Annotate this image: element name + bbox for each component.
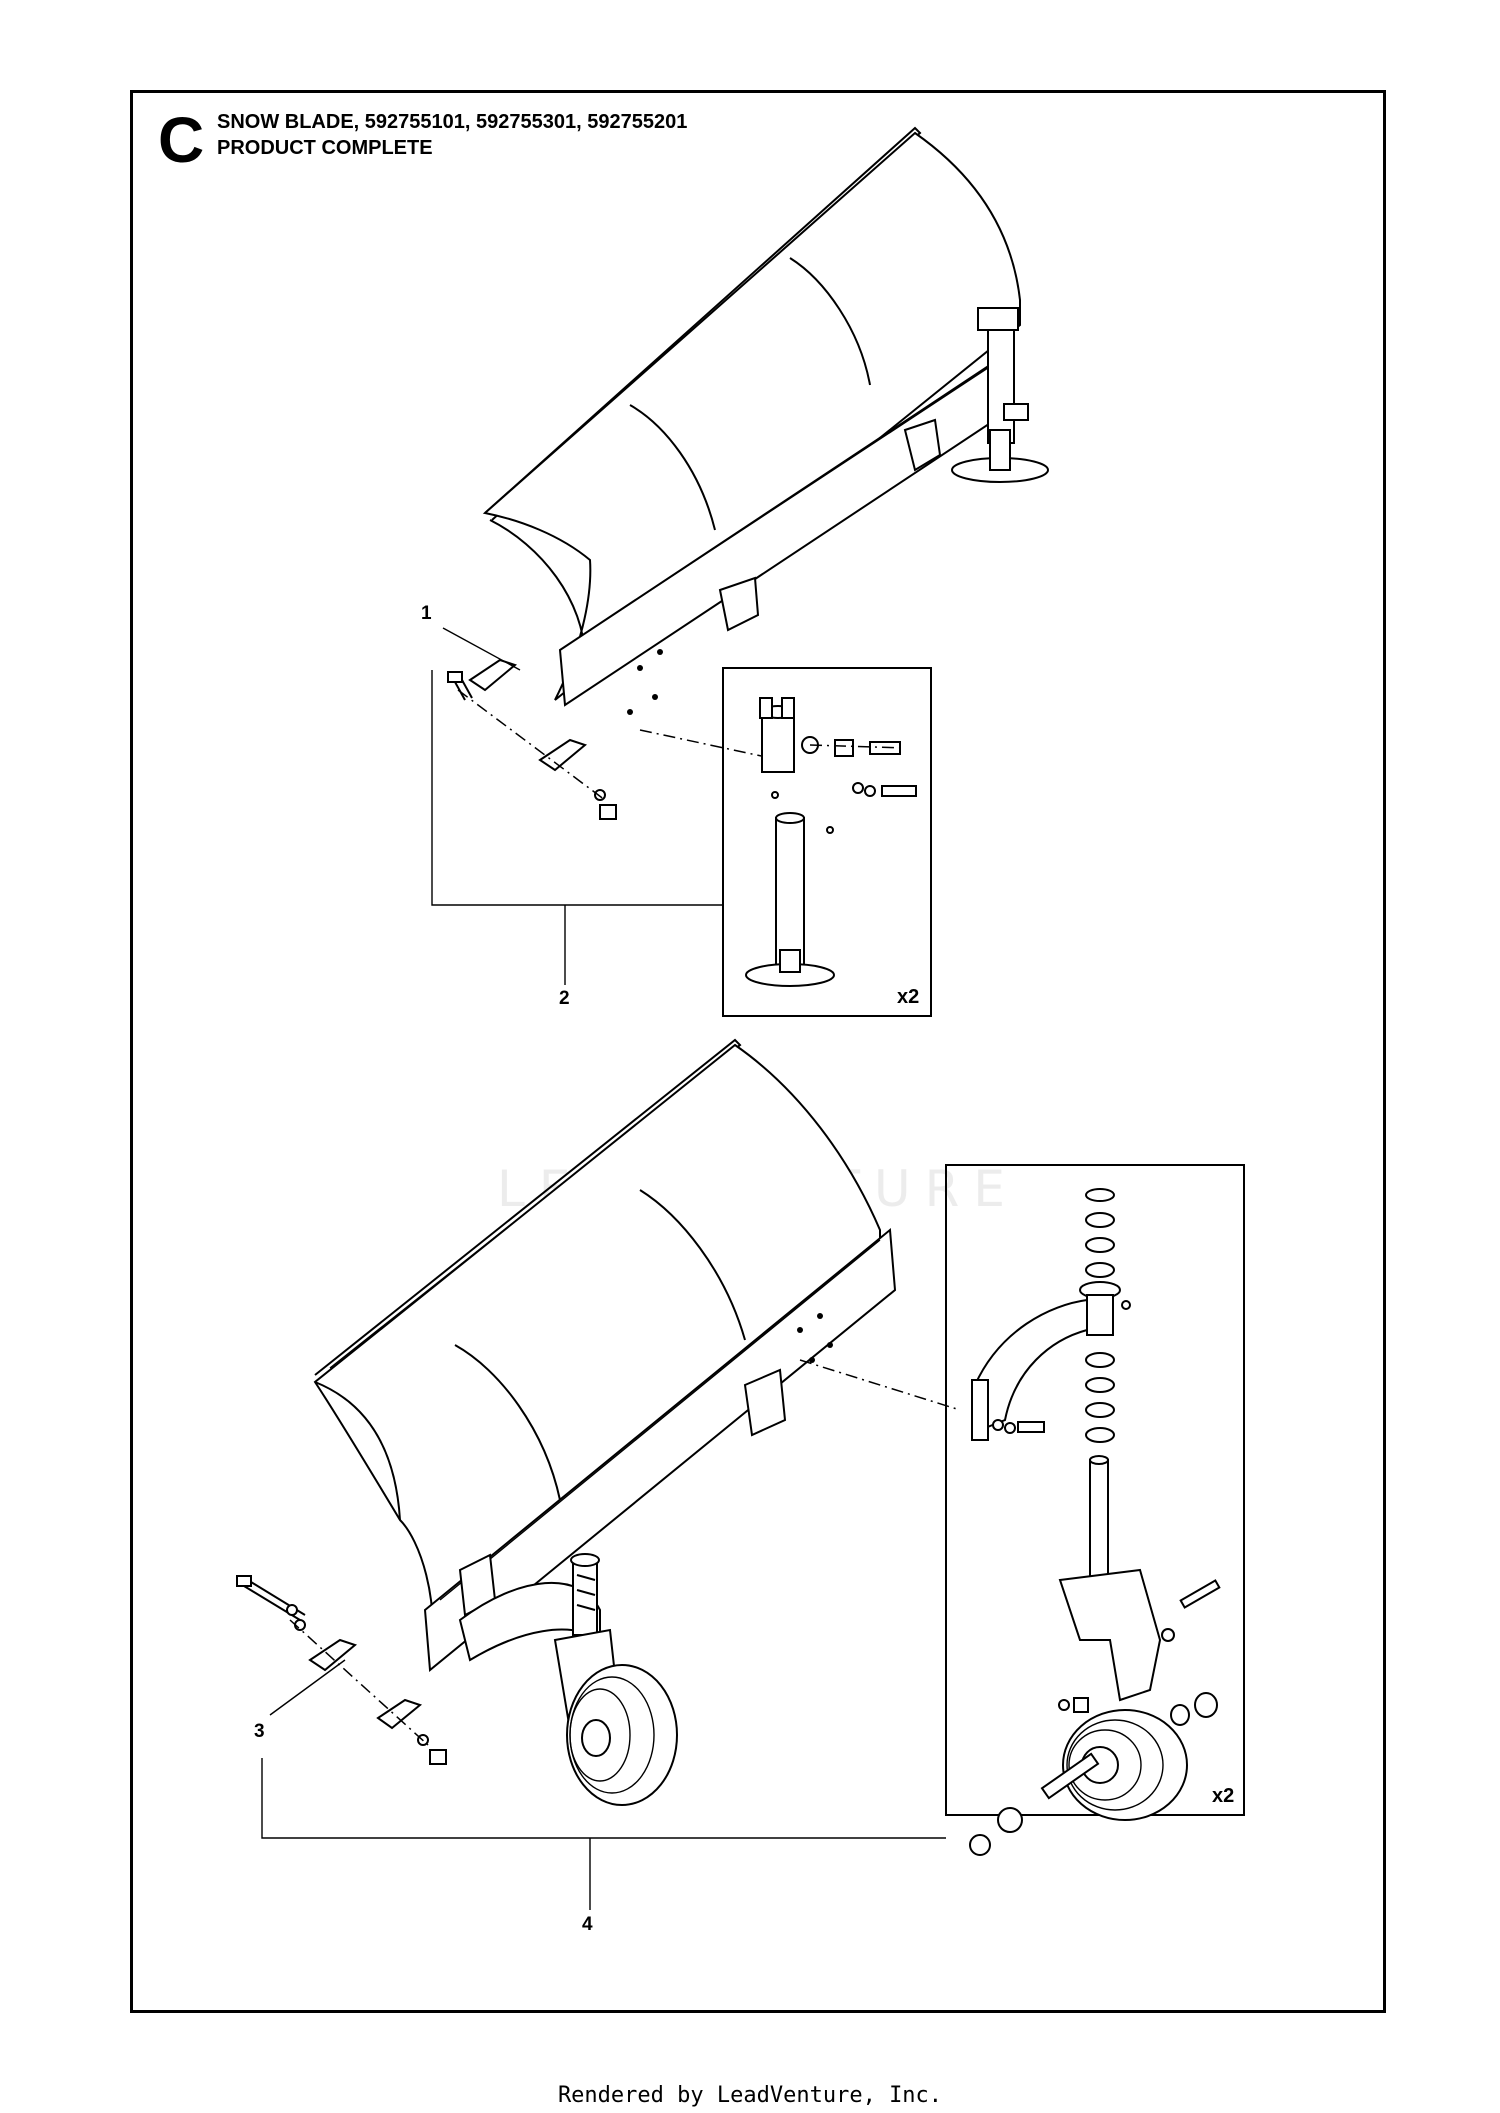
lower-quantity-label: x2: [1212, 1785, 1235, 1807]
lower-detail-box: [945, 1164, 1245, 1856]
diagram-frame: [130, 90, 1386, 2013]
callout-1: 1: [421, 603, 432, 624]
lower-leaders: [261, 1659, 946, 1910]
callout-3: 3: [254, 1721, 265, 1742]
upper-detail-box: [722, 667, 932, 1017]
upper-bolt-hardware: [447, 671, 781, 820]
diagram-subtitle: PRODUCT COMPLETE: [217, 137, 433, 159]
lower-bolt-hardware: [236, 1359, 961, 1765]
callout-2: 2: [559, 988, 570, 1009]
section-letter: C: [158, 104, 205, 176]
upper-leaders: [431, 627, 723, 985]
diagram-title: SNOW BLADE, 592755101, 592755301, 592755…: [217, 111, 688, 133]
footer-credit: Rendered by LeadVenture, Inc.: [557, 2083, 943, 2108]
upper-quantity-label: x2: [897, 986, 920, 1008]
lower-snow-blade: [308, 1038, 897, 1806]
upper-snow-blade: [468, 126, 1049, 772]
callout-4: 4: [582, 1914, 593, 1935]
